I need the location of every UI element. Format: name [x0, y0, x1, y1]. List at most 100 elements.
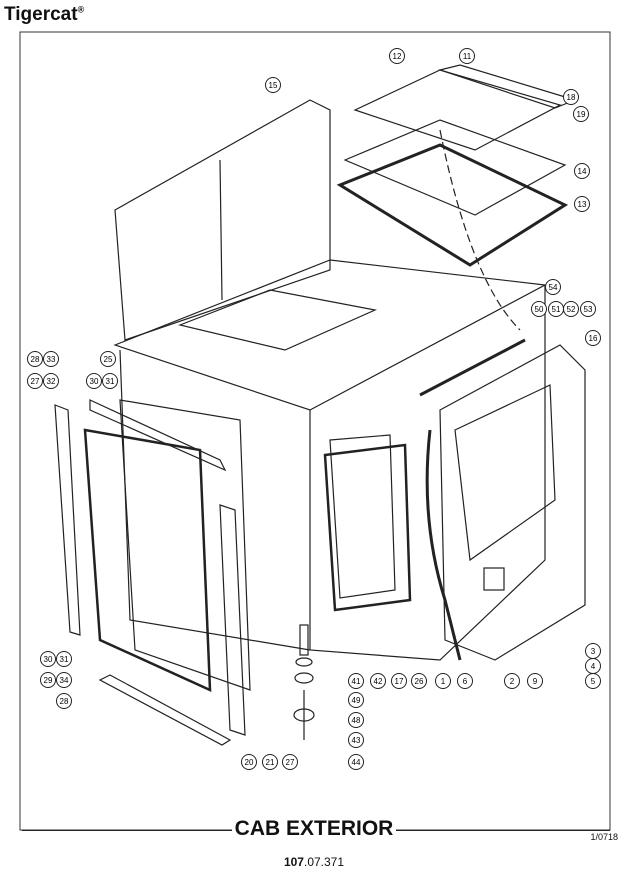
- brand-logo: Tigercat®: [4, 4, 84, 26]
- roof-seal-13: [336, 143, 569, 267]
- callout-number: 43: [352, 736, 361, 745]
- callout-21: 21: [262, 754, 278, 770]
- callout-27: 27: [27, 373, 43, 389]
- callout-16: 16: [585, 330, 601, 346]
- callout-number: 3: [591, 647, 596, 656]
- callout-circle: [43, 373, 59, 389]
- callout-number: 1: [441, 677, 446, 686]
- callout-4: 4: [585, 658, 601, 674]
- callout-circle: [527, 673, 543, 689]
- callout-number: 31: [106, 377, 115, 386]
- callout-26: 26: [411, 673, 427, 689]
- callout-28: 28: [27, 351, 43, 367]
- windshield-frame: [114, 99, 331, 341]
- callout-circle: [370, 673, 386, 689]
- callout-circle: [40, 651, 56, 667]
- callout-9: 9: [527, 673, 543, 689]
- callout-circle: [282, 754, 298, 770]
- callout-number: 27: [31, 377, 40, 386]
- callout-number: 20: [245, 758, 254, 767]
- callout-43: 43: [348, 732, 364, 748]
- callout-number: 42: [374, 677, 383, 686]
- callout-29: 29: [40, 672, 56, 688]
- callout-5: 5: [585, 673, 601, 689]
- callout-circle: [348, 712, 364, 728]
- roof-opening: [177, 289, 377, 351]
- callout-number: 4: [591, 662, 596, 671]
- callout-6: 6: [457, 673, 473, 689]
- callout-number: 12: [393, 52, 402, 61]
- callout-17: 17: [391, 673, 407, 689]
- callout-number: 25: [104, 355, 113, 364]
- callout-circle: [563, 89, 579, 105]
- callout-30: 30: [40, 651, 56, 667]
- callout-number: 49: [352, 696, 361, 705]
- side-strip: [54, 404, 81, 636]
- door-window: [454, 384, 556, 562]
- callout-circle: [86, 373, 102, 389]
- callout-circle: [348, 732, 364, 748]
- callout-circle: [265, 77, 281, 93]
- roof-gasket-12: [353, 69, 562, 151]
- callout-circle: [27, 373, 43, 389]
- callout-number: 32: [47, 377, 56, 386]
- callout-30: 30: [86, 373, 102, 389]
- callout-number: 44: [352, 758, 361, 767]
- callout-circle: [574, 163, 590, 179]
- page-frame: [19, 31, 611, 831]
- callout-number: 34: [60, 676, 69, 685]
- callout-54: 54: [545, 279, 561, 295]
- sill-strip: [98, 674, 232, 746]
- callout-number: 15: [269, 81, 278, 90]
- callout-number: 19: [577, 110, 586, 119]
- callout-circle: [563, 301, 579, 317]
- callout-50: 50: [531, 301, 547, 317]
- callout-32: 32: [43, 373, 59, 389]
- callout-number: 50: [535, 305, 544, 314]
- roof-strip-11: [437, 64, 577, 109]
- callout-33: 33: [43, 351, 59, 367]
- callout-circle: [348, 673, 364, 689]
- callout-number: 13: [578, 200, 587, 209]
- callout-circle: [43, 351, 59, 367]
- callout-circle: [545, 279, 561, 295]
- callout-circle: [241, 754, 257, 770]
- callout-circle: [348, 692, 364, 708]
- callout-49: 49: [348, 692, 364, 708]
- callout-number: 11: [463, 52, 472, 61]
- callout-53: 53: [580, 301, 596, 317]
- callout-circle: [531, 301, 547, 317]
- diagram-title-line: CAB EXTERIOR: [0, 817, 628, 841]
- callout-12: 12: [389, 48, 405, 64]
- callout-number: 48: [352, 716, 361, 725]
- callout-51: 51: [548, 301, 564, 317]
- callout-number: 26: [415, 677, 424, 686]
- callout-28: 28: [56, 693, 72, 709]
- callout-48: 48: [348, 712, 364, 728]
- brand-name: Tigercat: [4, 4, 78, 25]
- callout-number: 30: [44, 655, 53, 664]
- callout-25: 25: [100, 351, 116, 367]
- callout-circle: [585, 330, 601, 346]
- callout-44: 44: [348, 754, 364, 770]
- callout-number: 30: [90, 377, 99, 386]
- door-seal: [83, 428, 212, 692]
- page-number-rest: .07.371: [303, 855, 345, 869]
- callout-number: 2: [510, 677, 515, 686]
- callout-circle: [435, 673, 451, 689]
- callout-number: 21: [266, 758, 275, 767]
- diagram-title: CAB EXTERIOR: [231, 817, 397, 840]
- door: [439, 344, 586, 661]
- callout-14: 14: [574, 163, 590, 179]
- callout-18: 18: [563, 89, 579, 105]
- door-latch: [483, 567, 505, 591]
- callout-circle: [348, 754, 364, 770]
- callout-circle: [56, 672, 72, 688]
- callout-31: 31: [102, 373, 118, 389]
- callout-number: 33: [47, 355, 56, 364]
- callout-number: 17: [395, 677, 404, 686]
- callout-circle: [574, 196, 590, 212]
- callout-number: 53: [584, 305, 593, 314]
